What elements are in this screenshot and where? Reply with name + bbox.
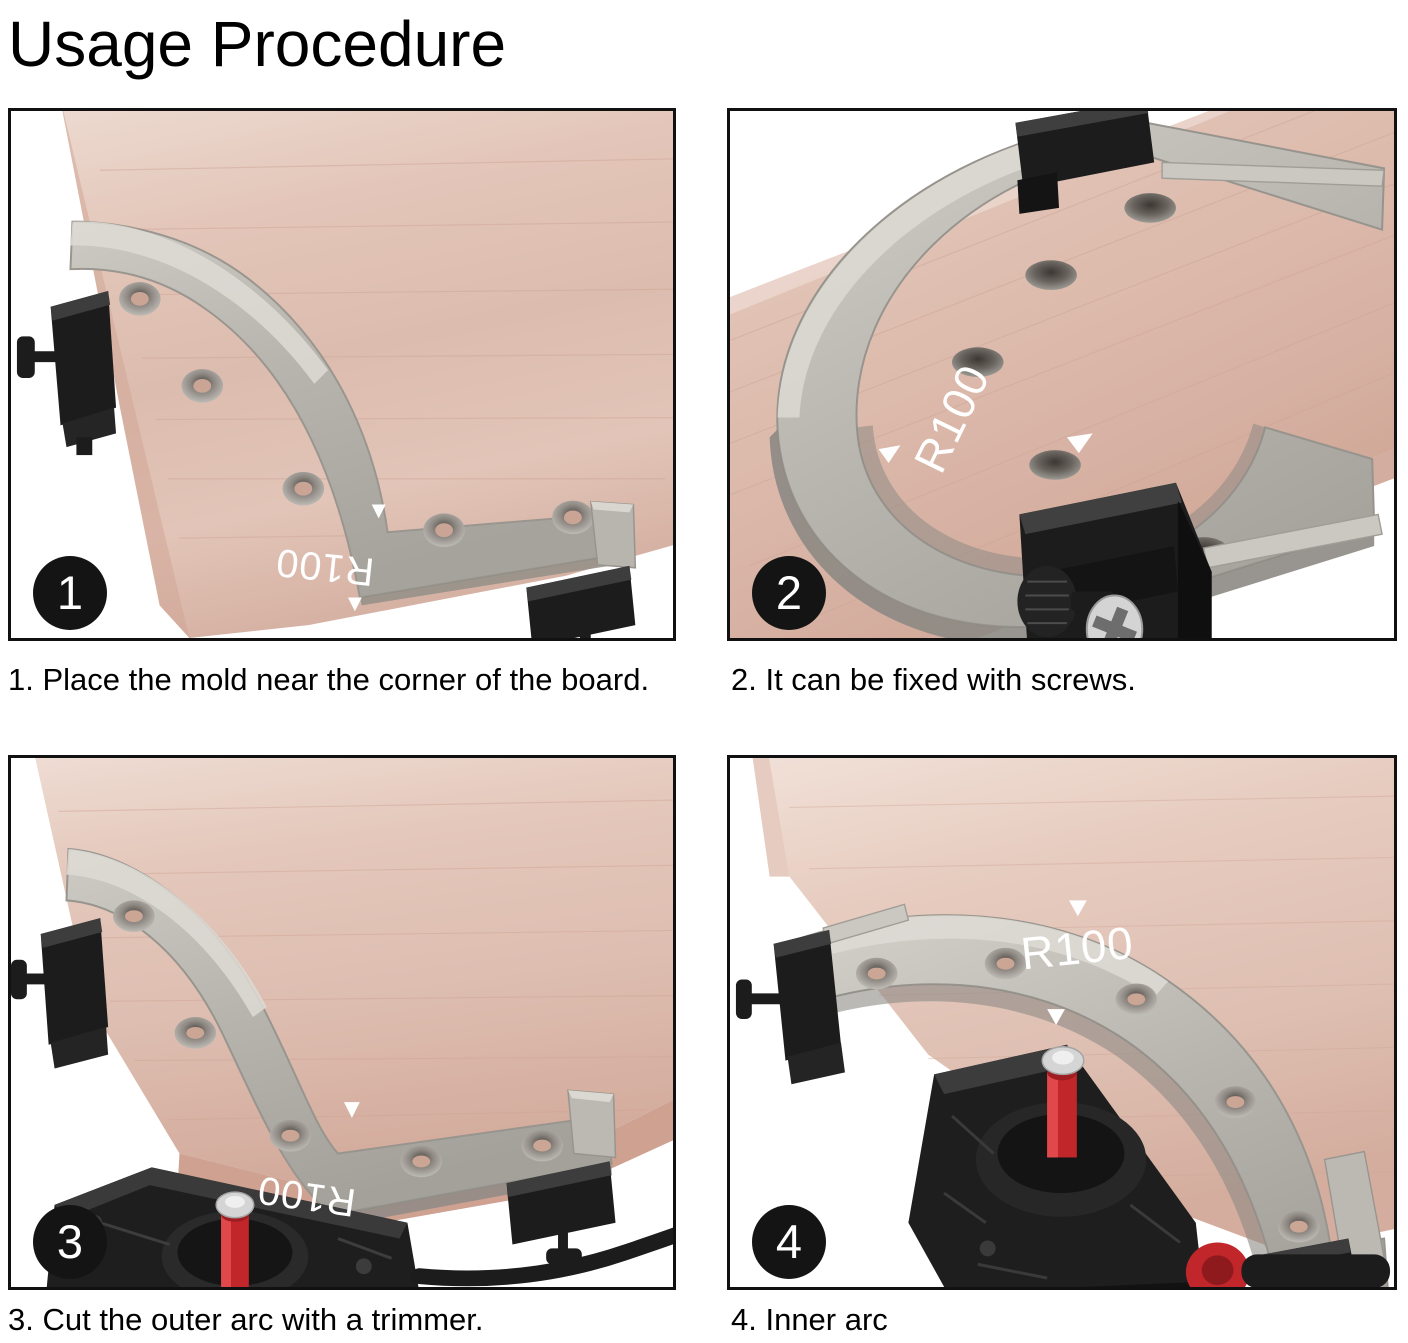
engraving-r100: R100 — [273, 540, 376, 594]
step-2-image-panel: R100 2 — [727, 108, 1397, 641]
step-4-image-panel: R100 4 — [727, 755, 1397, 1290]
clamp-block-left — [773, 930, 845, 1085]
page-title: Usage Procedure — [8, 8, 507, 80]
power-cord — [411, 1227, 673, 1287]
bearing — [215, 1191, 255, 1219]
clamp-block-right — [526, 565, 636, 638]
alignment-arrow-marker — [347, 504, 386, 612]
procedure-step-4: R100 4 — [727, 755, 1397, 1290]
step-number-badge: 1 — [33, 556, 107, 630]
step-3-caption: 3. Cut the outer arc with a trimmer. — [8, 1302, 484, 1337]
clamp-block-right — [506, 1161, 616, 1245]
clamp-block-top — [1015, 111, 1155, 214]
scene-cut-outer-arc-with-trimmer: R100 — [11, 758, 673, 1287]
rail-bar — [1161, 161, 1385, 187]
procedure-step-2: R100 2 — [727, 108, 1397, 641]
svg-text:R100: R100 — [273, 540, 376, 594]
step-1-image-panel: R100 1 — [8, 108, 676, 641]
step-3-image-panel: R100 3 — [8, 755, 676, 1290]
alignment-arrow-marker — [878, 433, 1093, 463]
router-bit — [221, 1207, 249, 1287]
bearing — [1041, 1045, 1085, 1076]
scene-cut-inner-arc-with-trimmer: R100 — [730, 758, 1394, 1287]
countersunk-hole — [855, 947, 1320, 1243]
thumbscrew-right — [579, 625, 591, 638]
clamp-block-left — [50, 290, 117, 456]
svg-text:R100: R100 — [1018, 917, 1136, 979]
step-1-caption: 1. Place the mold near the corner of the… — [8, 662, 650, 697]
scene-jig-fixed-with-screws: R100 — [730, 111, 1394, 638]
countersunk-hole — [113, 900, 563, 1178]
step-number-badge: 3 — [33, 1205, 107, 1279]
wood-board — [35, 758, 673, 1194]
phillips-screw — [1085, 594, 1144, 638]
step-number-badge: 4 — [752, 1205, 826, 1279]
step-4-caption: 4. Inner arc — [731, 1302, 888, 1337]
scene-mold-placed-on-board-corner: R100 — [11, 111, 673, 638]
thumbscrew-left — [735, 979, 786, 1020]
engraving-r100: R100 — [1018, 917, 1136, 979]
thumbscrew-left — [16, 336, 71, 378]
procedure-step-1: R100 1 — [8, 108, 676, 641]
step-2-caption: 2. It can be fixed with screws. — [731, 662, 1136, 697]
procedure-step-3: R100 3 — [8, 755, 676, 1290]
alignment-arrow-marker — [1047, 900, 1087, 1025]
countersunk-hole — [119, 282, 594, 548]
wood-board — [62, 111, 673, 638]
thumbscrew-left — [11, 959, 59, 1000]
router-bit — [1047, 1064, 1077, 1158]
red-depth-knob — [1185, 1242, 1391, 1287]
router-body — [908, 1044, 1203, 1287]
step-number-badge: 2 — [752, 556, 826, 630]
clamp-block-left — [40, 918, 109, 1069]
